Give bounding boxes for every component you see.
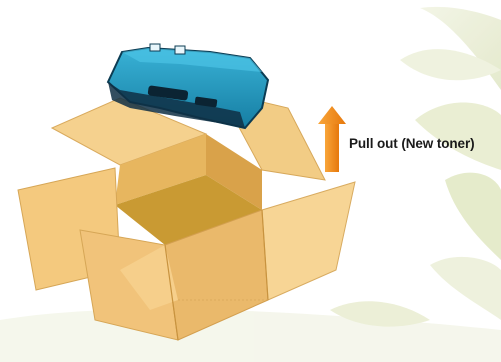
box-right-flap [262,182,355,300]
pull-out-new-toner-label: Pull out (New toner) [349,136,475,151]
pull-out-arrow-icon [318,106,346,172]
